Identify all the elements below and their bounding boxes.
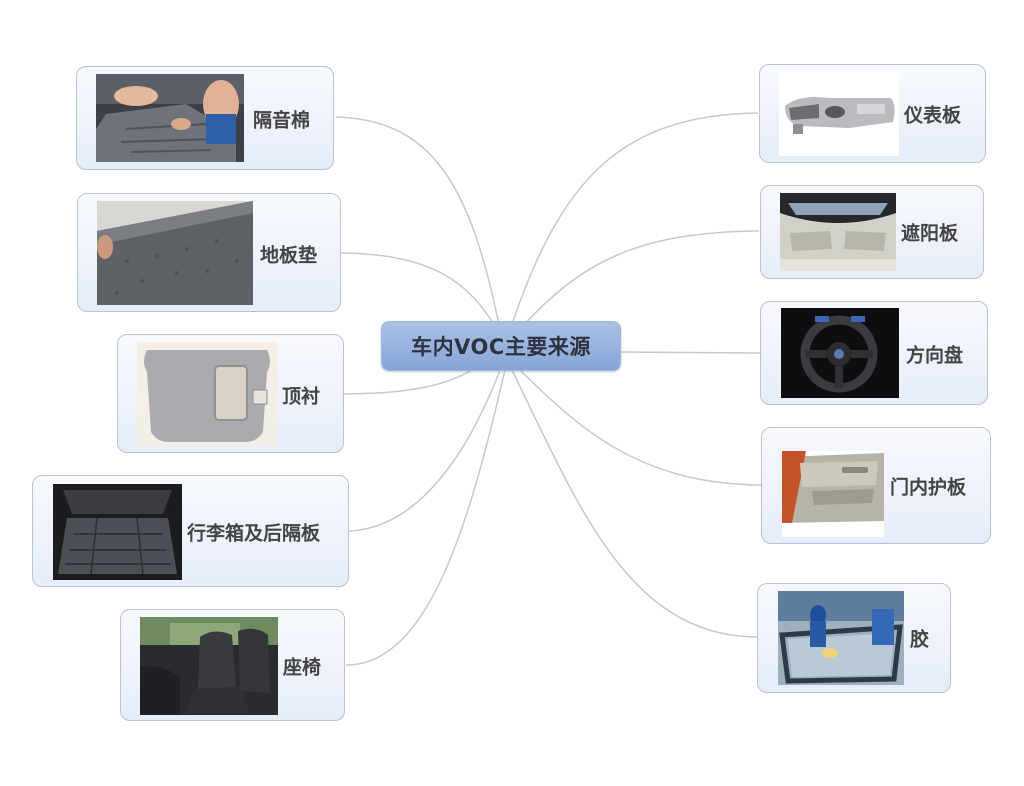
connector-right-2 — [514, 230, 760, 336]
connector-right-4 — [514, 364, 762, 486]
branch-label: 胶 — [910, 628, 930, 651]
adhesive-photo — [778, 591, 904, 685]
branch-seat[interactable]: 座椅 — [120, 609, 345, 721]
branch-steering-wheel[interactable]: 方向盘 — [760, 301, 988, 405]
connector-left-1 — [335, 116, 501, 331]
branch-headliner[interactable]: 顶衬 — [117, 334, 344, 453]
connector-left-5 — [345, 369, 506, 666]
connector-left-2 — [340, 252, 501, 336]
connector-left-4 — [348, 364, 503, 532]
sun-visor-photo — [780, 193, 896, 271]
branch-label: 门内护板 — [890, 476, 967, 499]
connector-right-3 — [620, 351, 761, 354]
branch-label: 方向盘 — [906, 344, 964, 367]
branch-label: 地板垫 — [260, 244, 318, 267]
floor-mat-photo — [97, 201, 253, 305]
branch-label: 遮阳板 — [901, 222, 959, 245]
branch-door-panel[interactable]: 门内护板 — [761, 427, 991, 544]
branch-dashboard[interactable]: 仪表板 — [759, 64, 986, 163]
branch-trunk[interactable]: 行李箱及后隔板 — [32, 475, 349, 587]
sound-insulation-photo — [96, 74, 244, 162]
branch-label: 隔音棉 — [253, 109, 311, 132]
branch-sun-visor[interactable]: 遮阳板 — [760, 185, 984, 279]
seat-photo — [140, 617, 278, 715]
steering-wheel-photo — [781, 308, 899, 398]
connector-right-5 — [511, 369, 758, 638]
central-topic-label: 车内VOC主要来源 — [411, 335, 591, 359]
headliner-photo — [137, 342, 277, 446]
door-panel-photo — [782, 451, 884, 537]
trunk-photo — [53, 484, 182, 580]
central-topic[interactable]: 车内VOC主要来源 — [381, 321, 621, 371]
branch-label: 仪表板 — [904, 104, 962, 127]
branch-label: 行李箱及后隔板 — [187, 522, 321, 545]
branch-floor-mat[interactable]: 地板垫 — [77, 193, 341, 312]
branch-label: 座椅 — [283, 656, 322, 679]
dashboard-photo — [779, 72, 899, 156]
branch-sound-insulation[interactable]: 隔音棉 — [76, 66, 334, 170]
connector-right-1 — [509, 112, 759, 331]
branch-adhesive[interactable]: 胶 — [757, 583, 951, 693]
branch-label: 顶衬 — [282, 385, 321, 408]
